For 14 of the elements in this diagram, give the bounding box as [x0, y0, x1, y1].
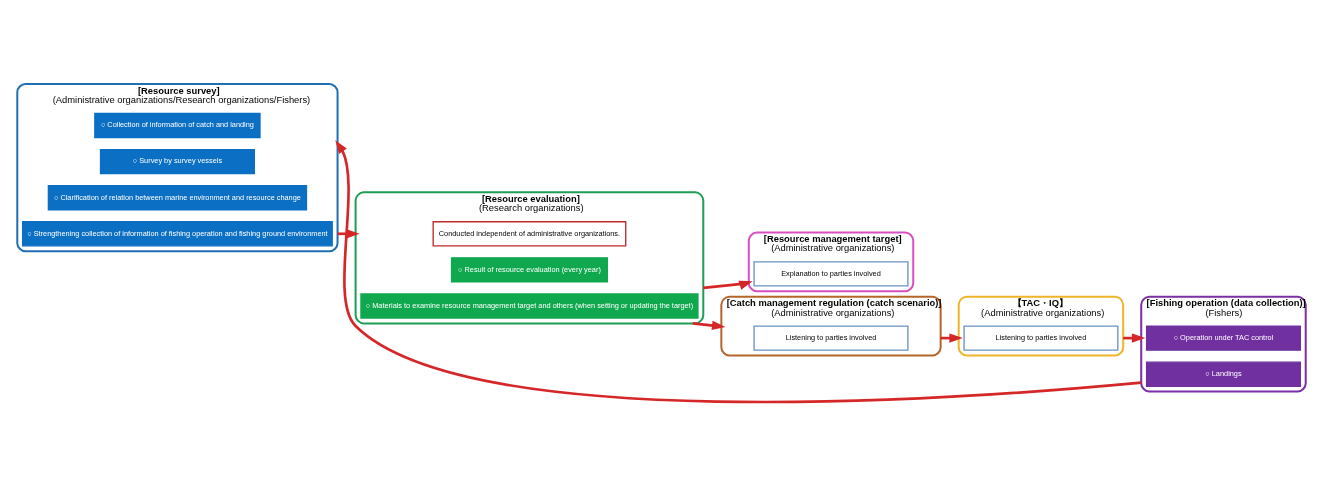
node-box: ○ Strengthening collection of information of fishing operation and fishing ground environment	[21, 220, 333, 246]
node-box: ○ Collection of information of catch and landing	[94, 112, 261, 138]
node-box: Listening to parties involved	[753, 324, 909, 351]
node-box: Listening to parties involved	[963, 324, 1119, 351]
node-box: Explanation to parties involved	[753, 260, 909, 287]
arrow	[703, 280, 753, 290]
node-box: ○ Landings	[1145, 361, 1302, 387]
node-box: Conducted independent of administrative organizations.	[432, 220, 627, 246]
node-box: ○ Clarification of relation between marine environment and resource change	[47, 184, 308, 210]
node-box: ○ Materials to examine resource management target and others (when setting or updating the target)	[360, 292, 699, 319]
node-box: ○ Operation under TAC control	[1145, 324, 1302, 351]
arrow	[692, 320, 726, 330]
node-box: ○ Survey by survey vessels	[99, 148, 255, 174]
node-box: ○ Result of resource evaluation (every year)	[450, 256, 608, 283]
